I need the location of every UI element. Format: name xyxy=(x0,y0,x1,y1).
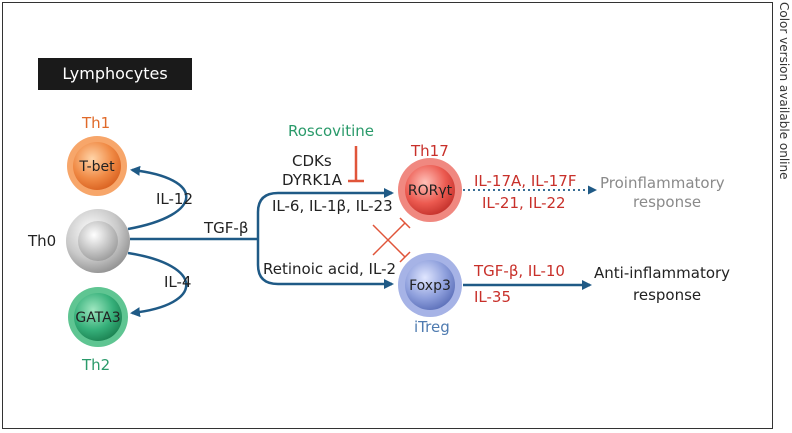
foxp3-label: Foxp3 xyxy=(409,278,451,294)
gata3-label: GATA3 xyxy=(75,310,120,326)
th1-name: Th1 xyxy=(82,114,111,132)
tgfb-label: TGF-β xyxy=(204,219,249,237)
th0-cell xyxy=(66,209,130,273)
itreg-name: iTreg xyxy=(414,318,450,336)
proinflammatory-line1: Proinflammatory xyxy=(600,174,725,192)
arrow-to-itreg xyxy=(256,239,394,289)
th0-name: Th0 xyxy=(28,232,57,250)
arrow-th0-to-th2 xyxy=(127,251,188,318)
roscovitine-label: Roscovitine xyxy=(288,122,374,140)
th2-cell xyxy=(68,287,128,347)
th1-cell xyxy=(67,136,127,196)
mutual-inhibition xyxy=(372,217,411,263)
roryt-label: RORγt xyxy=(408,183,453,199)
tbet-label: T-bet xyxy=(78,159,115,175)
il12-label: IL-12 xyxy=(156,190,194,208)
roscovitine-inhibition xyxy=(348,146,364,183)
arrow-to-th17 xyxy=(256,188,394,239)
treg-inducers-label: Retinoic acid, IL-2 xyxy=(263,260,397,278)
page-title: Lymphocytes xyxy=(38,58,192,90)
th17-cell xyxy=(398,158,462,222)
side-note: Color version available online xyxy=(777,2,791,180)
proinflammatory-line2: response xyxy=(633,193,702,211)
arrow-th0-to-th1 xyxy=(127,165,188,231)
th17-name: Th17 xyxy=(411,142,449,160)
treg-cytokines-line2: IL-35 xyxy=(474,288,512,306)
th17-inducers-label: IL-6, IL-1β, IL-23 xyxy=(272,197,393,215)
antiinflammatory-line2: response xyxy=(633,286,702,304)
itreg-cell xyxy=(398,253,462,317)
th2-name: Th2 xyxy=(82,356,111,374)
dyrk1a-label: DYRK1A xyxy=(282,171,342,189)
th17-cytokines-line1: IL-17A, IL-17F xyxy=(474,172,577,190)
th17-cytokines-line2: IL-21, IL-22 xyxy=(482,194,566,212)
il4-label: IL-4 xyxy=(164,273,192,291)
cdks-label: CDKs xyxy=(292,152,332,170)
antiinflammatory-line1: Anti-inflammatory xyxy=(594,264,731,282)
treg-cytokines-line1: TGF-β, IL-10 xyxy=(474,262,565,280)
